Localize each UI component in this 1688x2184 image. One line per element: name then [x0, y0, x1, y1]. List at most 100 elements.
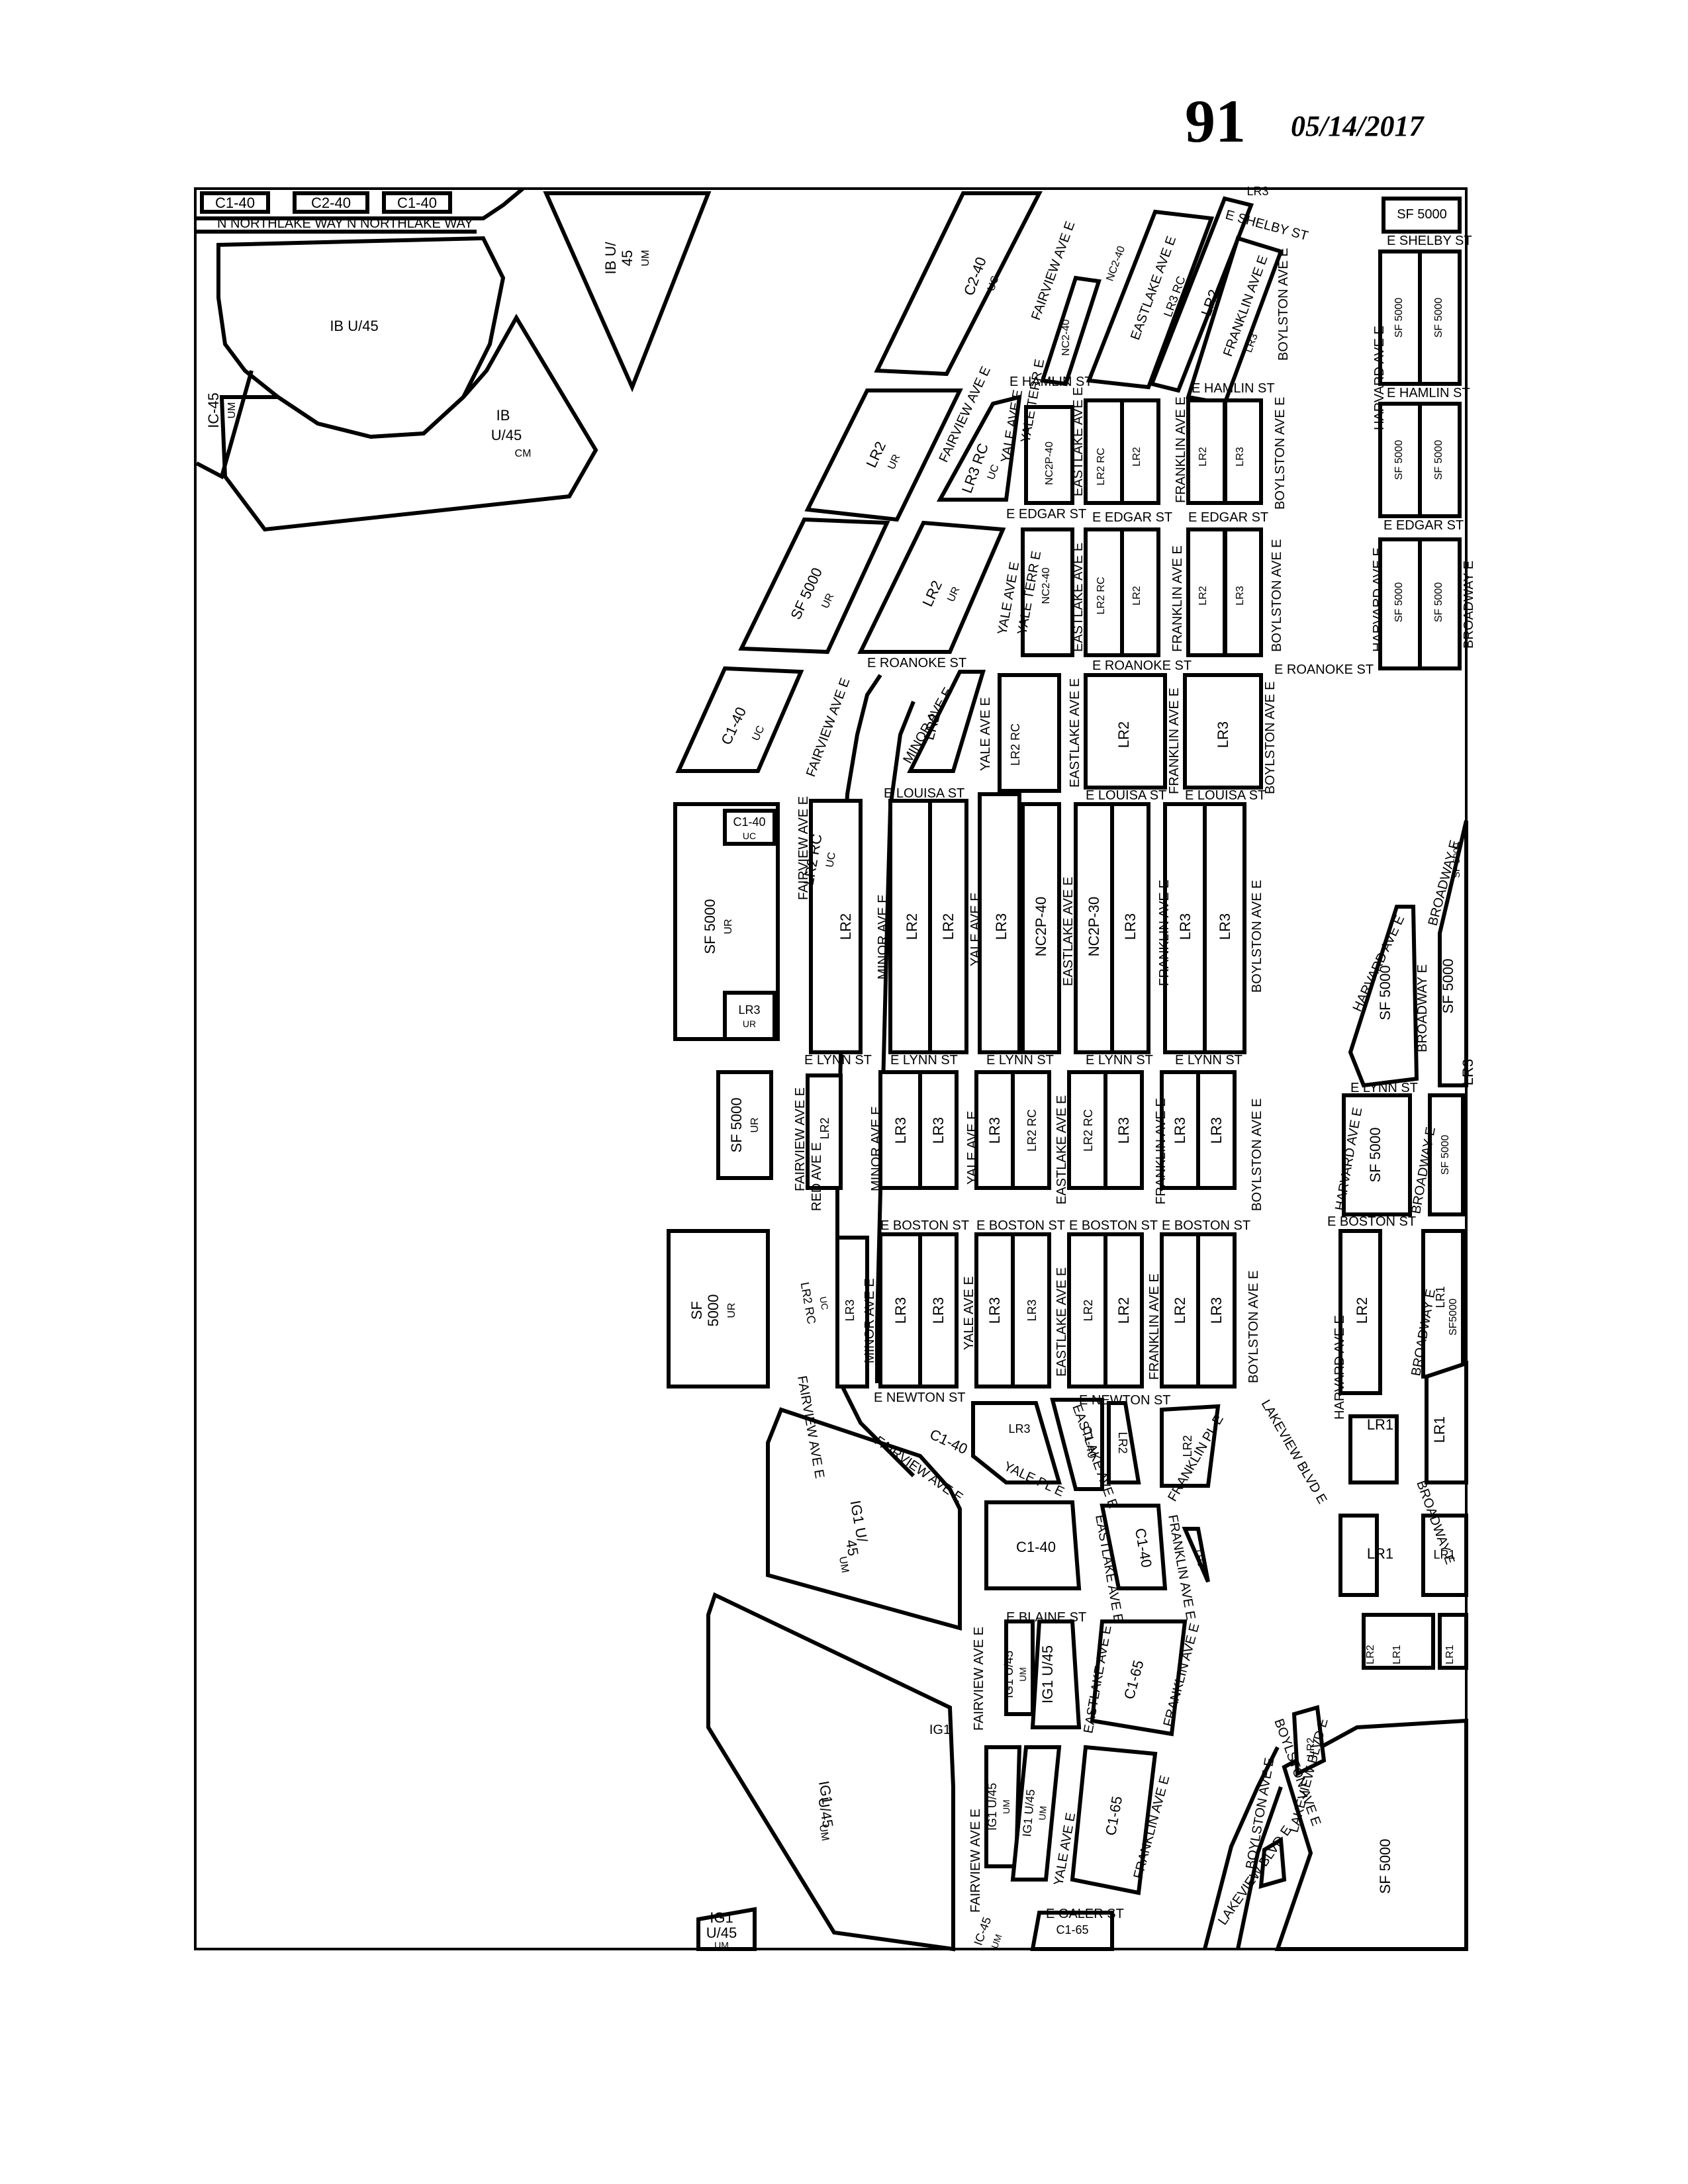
zone-label: LR2	[1116, 1432, 1129, 1453]
street-label: FAIRVIEW AVE E	[804, 676, 853, 779]
zone-label: LR3	[1208, 1297, 1225, 1324]
parcel-sf5000	[716, 1070, 773, 1180]
zone-label: SF 5000	[1377, 1839, 1393, 1893]
street-label: FRANKLIN AVE E	[1157, 880, 1172, 986]
block	[1186, 527, 1227, 657]
street-label: E LYNN ST	[1175, 1053, 1243, 1068]
street-label: E HAMLIN ST	[1387, 386, 1470, 400]
block	[1074, 802, 1114, 1054]
street-label: MINOR AVE E	[863, 1278, 877, 1363]
zone-label: SF 5000	[1377, 965, 1393, 1020]
shore	[195, 370, 254, 480]
parcel-ib-u45-se	[219, 314, 598, 532]
block	[1183, 673, 1263, 790]
street-label: FRANKLIN AVE E	[1170, 545, 1185, 652]
street-label: E LYNN ST	[890, 1053, 958, 1068]
zone-label: LR3	[1194, 1549, 1207, 1567]
zone-label: NC2-40	[1060, 319, 1072, 355]
street-label: HARVARD AVE E	[1371, 547, 1385, 652]
road-edge	[197, 187, 524, 220]
zone-label: IG1 U/45	[986, 1783, 999, 1831]
block	[1438, 820, 1468, 1087]
parcel-c2-40	[874, 191, 1043, 377]
zone-label: LR3	[1122, 913, 1139, 940]
block	[1103, 1232, 1144, 1388]
zone-label: IG1 U/45	[1039, 1645, 1056, 1704]
zone-label: UC	[818, 1296, 830, 1311]
block	[1274, 1718, 1468, 1951]
zone-label: LR3	[892, 1297, 909, 1324]
street-label: E LYNN ST	[804, 1053, 872, 1068]
zone-label: LR2	[1365, 1645, 1376, 1664]
street-label: BOYLSTON AVE E	[1250, 880, 1264, 993]
lakeview-curve	[1236, 1786, 1283, 1950]
street-label: MINOR AVE E	[876, 894, 890, 979]
alley-mark	[1120, 529, 1124, 655]
block	[1086, 209, 1215, 390]
street-label: N NORTHLAKE WAY N NORTHLAKE WAY	[217, 216, 473, 231]
zone-label: SF 5000	[1393, 440, 1405, 480]
street-label: E HAMLIN ST	[1192, 381, 1275, 396]
street-label: BROADWAY E	[1415, 964, 1430, 1052]
zone-label: LR3	[993, 913, 1009, 940]
zone-label: LR3	[738, 1003, 760, 1017]
zone-label: UR	[749, 1117, 761, 1132]
zone-label: UM	[989, 1933, 1004, 1950]
block	[1342, 1093, 1412, 1216]
zone-label: CM	[515, 448, 532, 459]
zone-label: IB U/45	[330, 318, 378, 334]
block	[1428, 1093, 1465, 1216]
block	[835, 1236, 869, 1388]
block	[1182, 1527, 1210, 1583]
parcel-c1-40	[675, 666, 804, 773]
street-label: FAIRVIEW AVE E	[968, 1809, 983, 1913]
zone-label: LR2	[1181, 1435, 1194, 1457]
street-label: E BOSTON ST	[1327, 1214, 1416, 1229]
zone-label: 5000	[705, 1295, 722, 1327]
zone-label: LR2 RC	[1096, 448, 1107, 486]
block	[1010, 1745, 1062, 1882]
street-label: FAIRVIEW AVE E	[793, 1087, 808, 1191]
zone-label: LR3	[1235, 586, 1246, 605]
street-label: E BOSTON ST	[1069, 1218, 1158, 1233]
zone-label: LR3	[1246, 185, 1268, 198]
street-label: E LOUISA ST	[1185, 788, 1266, 803]
block	[1149, 196, 1254, 393]
zone-label: C1-40	[733, 815, 765, 829]
block	[1291, 1705, 1327, 1777]
street-label: FRANKLIN AVE E	[1147, 1273, 1162, 1380]
zone-label: LR2	[1131, 447, 1143, 466]
zone-label: IG1 U/45	[1002, 1651, 1015, 1698]
block	[1011, 1232, 1051, 1388]
block	[1030, 1619, 1082, 1729]
block	[918, 1232, 959, 1388]
street-label: LAKEVIEW BLVD E	[1258, 1398, 1330, 1507]
zone-label: LR2 RC	[1082, 1109, 1095, 1152]
street-label: E LOUISA ST	[1086, 788, 1166, 803]
block	[918, 1070, 959, 1190]
block	[1258, 1836, 1287, 1889]
street-label: BOYLSTON AVE E	[1263, 682, 1278, 794]
street-label: FRANKLIN AVE E	[1174, 396, 1188, 503]
zone-label: LR3	[1217, 913, 1233, 940]
block	[1024, 405, 1074, 505]
block	[878, 1070, 922, 1190]
street-label: BROADWAY E	[1462, 561, 1476, 649]
zone-label: UR	[723, 919, 734, 934]
street-label: YALE AVE E	[978, 697, 993, 771]
parcel	[293, 191, 369, 214]
zone-label: NC2P-40	[1033, 897, 1049, 956]
zone-label: LR3	[1172, 1117, 1188, 1144]
northwest-parcels	[195, 187, 712, 532]
parcel-lr2	[857, 520, 1006, 654]
block	[978, 792, 1021, 1054]
zone-label: LR2 RC	[1096, 577, 1107, 615]
zone-label: SF 5000	[1433, 298, 1444, 338]
street-label: EASTLAKE AVE E	[1055, 1095, 1069, 1205]
street-label: E NEWTON ST	[874, 1390, 966, 1405]
zone-label: C1-40	[215, 195, 255, 211]
zone-label: UC	[824, 851, 838, 868]
block	[1160, 1070, 1200, 1190]
street-label: E LYNN ST	[1350, 1081, 1418, 1095]
street-label: BOYLSTON AVE E	[1276, 248, 1291, 361]
